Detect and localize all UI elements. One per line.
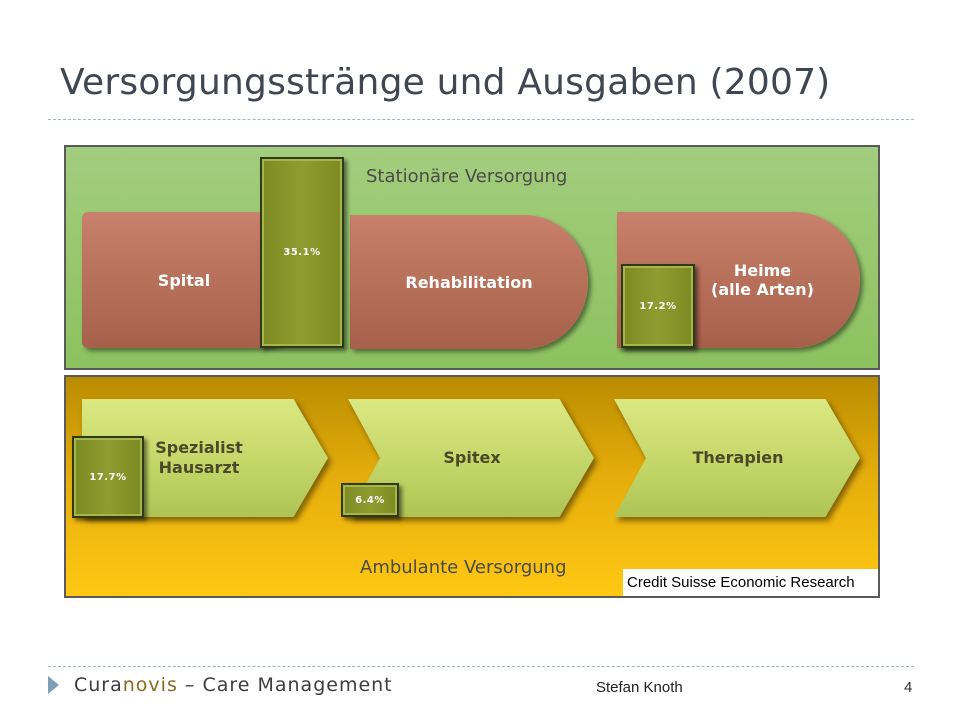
bar-heime-value: 17.2% [639, 300, 677, 312]
footer-brand: Curanovis – Care Management [74, 674, 393, 696]
bar-heime: 17.2% [621, 264, 695, 348]
footer-divider [48, 666, 914, 667]
bar-spezialist-value: 17.7% [89, 471, 127, 483]
slide-title: Versorgungsstränge und Ausgaben (2007) [60, 62, 831, 103]
bar-spital-rehab: 35.1% [260, 157, 344, 348]
inpatient-label: Stationäre Versorgung [366, 166, 568, 187]
source-credit: Credit Suisse Economic Research [623, 569, 878, 596]
therapien-label: Therapien [692, 448, 784, 467]
brand-part1: Cura [74, 674, 123, 696]
page-number: 4 [904, 679, 913, 696]
bar-spitex-value: 6.4% [355, 494, 385, 506]
spezialist-label-line2: Hausarzt [158, 458, 240, 477]
bar-spezialist: 17.7% [72, 436, 144, 518]
therapien-chevron: Therapien [614, 399, 860, 517]
footer-arrow-icon [48, 676, 59, 694]
spitex-label: Spitex [443, 448, 501, 467]
outpatient-label: Ambulante Versorgung [360, 557, 567, 578]
title-divider [48, 119, 914, 120]
heime-label-line2: (alle Arten) [711, 280, 814, 299]
brand-part3: – Care Management [177, 674, 393, 696]
bar-spitex: 6.4% [341, 483, 399, 517]
rehabilitation-shape: Rehabilitation [350, 215, 588, 349]
heime-label-line1: Heime [733, 261, 792, 280]
spezialist-label-line1: Spezialist [155, 438, 243, 457]
rehabilitation-label: Rehabilitation [405, 272, 533, 292]
spital-label: Spital [157, 270, 211, 290]
bar-spital-rehab-value: 35.1% [283, 247, 321, 258]
footer-author: Stefan Knoth [596, 679, 683, 696]
brand-part2: novis [122, 674, 178, 696]
